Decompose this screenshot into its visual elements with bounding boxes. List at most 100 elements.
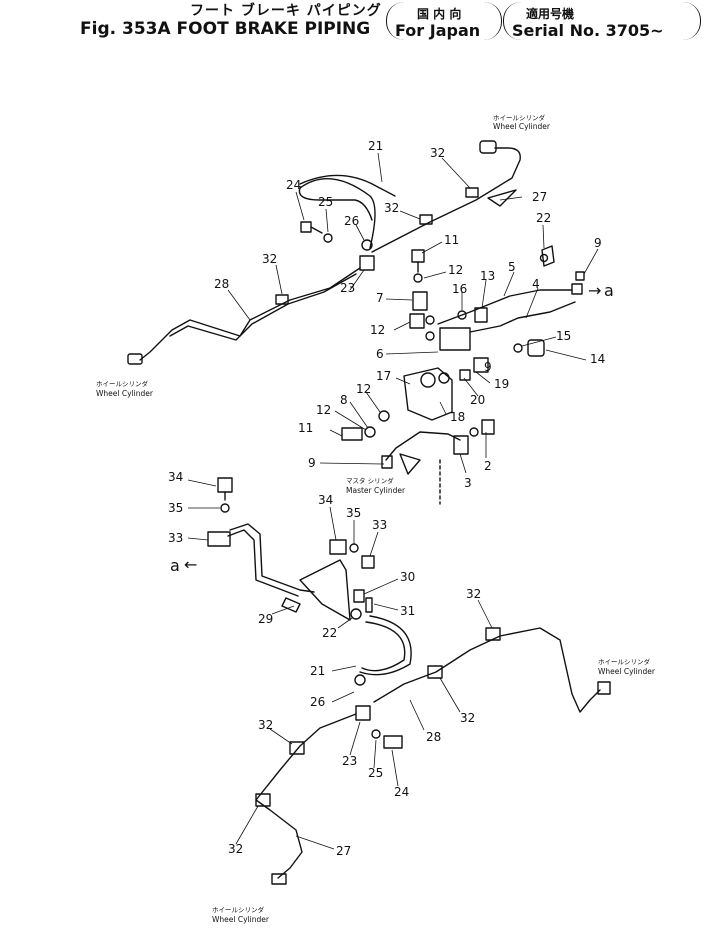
- bolt-34-mid: [329, 539, 347, 555]
- master-cylinder-en: Master Cylinder: [346, 486, 406, 495]
- callout-13: 13: [480, 269, 495, 283]
- callout-27-lower: 27: [336, 844, 351, 858]
- junction-23-upper: [359, 255, 375, 271]
- clamp-32-lower-d: [255, 793, 271, 807]
- callout-21-lower: 21: [310, 664, 325, 678]
- callout-32-lower-c: 32: [258, 718, 273, 732]
- callout-9-upper: 9: [594, 236, 602, 250]
- callout-12-valve: 12: [370, 323, 385, 337]
- ref-a-upper: a: [604, 281, 614, 300]
- fitting-9-left: [381, 455, 393, 469]
- brake-pipe-4: [469, 301, 576, 333]
- valve-body-12: [409, 313, 425, 329]
- wheel-cylinder-fitting-upper-right: [479, 140, 497, 154]
- bolt-11-upper: [411, 249, 425, 263]
- wheel-cylinder-en-upper-left: Wheel Cylinder: [96, 389, 154, 398]
- callout-3: 3: [464, 476, 472, 490]
- wheel-cylinder-jp-upper-right: ホイールシリンダ: [493, 113, 546, 122]
- washer-26-lower: [354, 674, 366, 686]
- clamp-32-lower-c: [289, 741, 305, 755]
- callout-32-lower-a: 32: [466, 587, 481, 601]
- wheel-cylinder-en-lower-left: Wheel Cylinder: [212, 915, 270, 924]
- fitting-33-left: [207, 531, 231, 547]
- callout-33-mid: 33: [372, 518, 387, 532]
- brake-pipe-27-upper: [371, 147, 521, 253]
- title-japanese: フート ブレーキ パイピング: [190, 3, 382, 19]
- callout-24-upper: 24: [286, 178, 301, 192]
- callout-14: 14: [590, 352, 605, 366]
- serial-japanese: 適用号機: [526, 7, 575, 21]
- brake-pipe-28-upper: [139, 267, 361, 361]
- wheel-cylinder-fitting-upper-left: [127, 353, 143, 365]
- callout-23-lower: 23: [342, 754, 357, 768]
- washer-35-left: [220, 503, 230, 513]
- bracket-29: [299, 559, 351, 621]
- callout-32-lower-d: 32: [228, 842, 243, 856]
- brake-pipe-27-lower: [255, 713, 357, 879]
- callout-16: 16: [452, 282, 467, 296]
- arrow-ref-a-upper: →: [588, 281, 601, 300]
- callout-9-lower: 9: [308, 456, 316, 470]
- market-japanese: 国 内 向: [417, 7, 462, 21]
- master-cylinder-body: [403, 367, 453, 421]
- callout-7: 7: [376, 291, 384, 305]
- callout-21-upper: 21: [368, 139, 383, 153]
- washer-12-mid: [378, 410, 390, 422]
- washer-22-lower: [350, 608, 362, 620]
- market-box: 国 内 向 For Japan: [386, 2, 502, 40]
- callout-20: 20: [470, 393, 485, 407]
- callout-32-upper-b: 32: [384, 201, 399, 215]
- junction-23-lower: [355, 705, 371, 721]
- callout-4: 4: [532, 277, 540, 291]
- callout-19: 19: [494, 377, 509, 391]
- bolt-19: [473, 357, 489, 373]
- callout-8: 8: [340, 393, 348, 407]
- bolt-34-left: [217, 477, 233, 493]
- clamp-32-lower-b: [427, 665, 443, 679]
- callout-32-lower-b: 32: [460, 711, 475, 725]
- clamp-32-a: [275, 294, 289, 305]
- brake-pipe-to-a: [229, 523, 315, 593]
- arrow-ref-a-lower: ←: [184, 555, 197, 574]
- callout-30: 30: [400, 570, 415, 584]
- brake-pipe-28-lower: [373, 627, 601, 713]
- wheel-cylinder-jp-lower-left: ホイールシリンダ: [212, 905, 265, 914]
- fitting-9-right: [571, 283, 583, 295]
- washer-12-low: [364, 426, 376, 438]
- brake-pipe-5: [437, 289, 573, 325]
- callout-28-upper: 28: [214, 277, 229, 291]
- callout-26-lower: 26: [310, 695, 325, 709]
- brake-pipe-9-lower: [385, 431, 461, 461]
- washer-26-upper: [361, 239, 373, 251]
- callout-26-upper: 26: [344, 214, 359, 228]
- callout-6: 6: [376, 347, 384, 361]
- brake-hose-21-lower: [361, 621, 406, 672]
- callout-18: 18: [450, 410, 465, 424]
- callout-25-upper: 25: [318, 195, 333, 209]
- callout-32-upper-a: 32: [430, 146, 445, 160]
- callout-32-upper-c: 32: [262, 252, 277, 266]
- callout-27-upper: 27: [532, 190, 547, 204]
- fitting-13: [474, 307, 488, 323]
- callout-11-upper: 11: [444, 233, 459, 247]
- serial-english: Serial No. 3705~: [512, 21, 664, 40]
- market-english: For Japan: [395, 21, 481, 40]
- callout-23-upper: 23: [340, 281, 355, 295]
- washer-15: [513, 343, 523, 353]
- callout-34-left: 34: [168, 470, 183, 484]
- bolt-24-upper: [300, 221, 312, 233]
- wheel-cylinder-jp-upper-left: ホイールシリンダ: [96, 379, 149, 388]
- wheel-cylinder-fitting-lower-left: [271, 873, 287, 885]
- master-cylinder-jp: マスタ シリンダ: [346, 476, 394, 485]
- bracket-22-upper: [541, 245, 555, 267]
- callout-22-upper: 22: [536, 211, 551, 225]
- bolt-2: [481, 419, 495, 435]
- brake-hose-21-upper: [298, 178, 376, 249]
- wheel-cylinder-en-lower-right: Wheel Cylinder: [598, 667, 656, 676]
- bracket-3: [453, 435, 469, 455]
- block-6: [439, 327, 471, 351]
- bolt-11-lower: [341, 427, 363, 441]
- nut-16: [457, 310, 467, 320]
- clamp-32-lower-a: [485, 627, 501, 641]
